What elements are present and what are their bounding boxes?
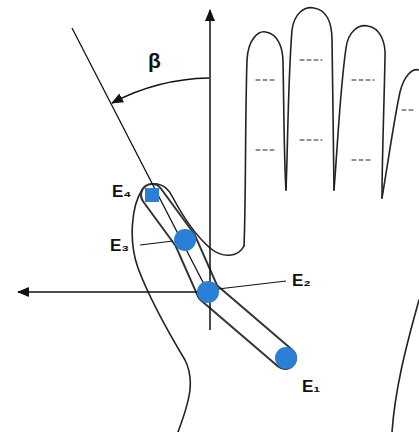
marker-label: E₁ xyxy=(302,378,320,395)
marker-label: E₄ xyxy=(112,183,131,200)
angle-label: β xyxy=(148,50,161,71)
marker-dot xyxy=(275,347,297,369)
marker-dot xyxy=(174,229,196,251)
marker-label: E₂ xyxy=(292,272,311,289)
marker-square xyxy=(145,188,159,202)
marker-dot xyxy=(197,281,219,303)
marker-label: E₃ xyxy=(110,237,129,254)
